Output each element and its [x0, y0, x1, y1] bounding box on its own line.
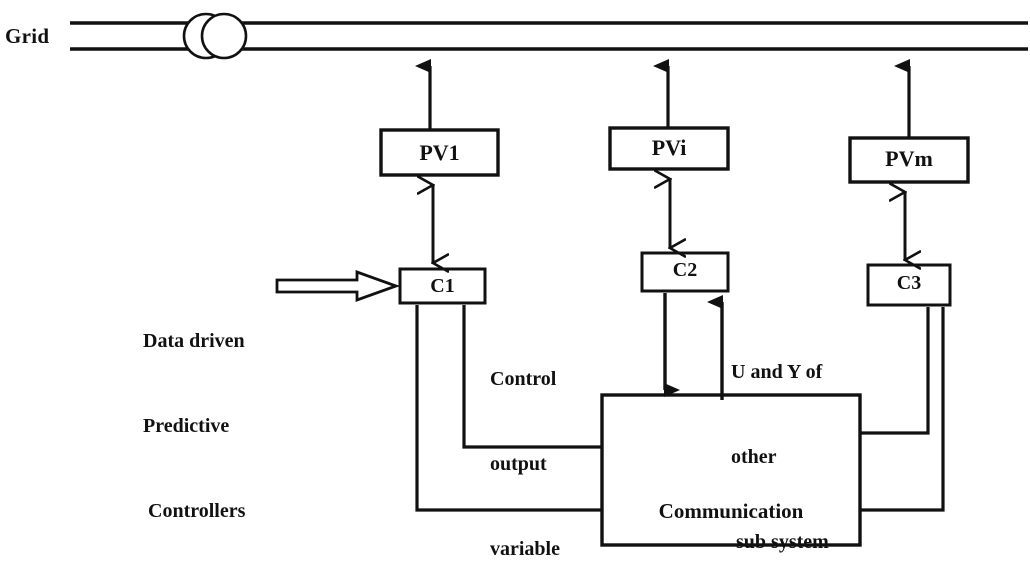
controllers-caption-line1: Data driven: [143, 329, 245, 352]
c2-box: [640, 251, 730, 293]
c1-label: C1: [430, 275, 455, 297]
comm-module-rect: [600, 393, 862, 547]
other-subsystem-line3: sub system: [731, 531, 829, 554]
c2-module-links: [663, 293, 724, 400]
c3-lower-route-to-module: [860, 307, 945, 512]
other-subsystem-line2: other: [731, 445, 777, 468]
controllers-caption-line3: Controllers: [143, 500, 246, 523]
comm-module-line1: Communication: [658, 499, 804, 524]
pv1-label: PV1: [419, 140, 460, 165]
pv-boxes: [379, 126, 970, 184]
grid-label: Grid: [5, 24, 50, 48]
c1-lower-route-to-module: [415, 305, 602, 512]
pv1-box: [379, 128, 500, 177]
pvm-label: PVm: [885, 146, 933, 171]
other-subsystem-line1: U and Y of: [731, 360, 823, 383]
pvm-box: [848, 136, 970, 184]
c3-upper-route-to-module: [860, 307, 930, 435]
control-output-line3: variable: [490, 538, 560, 561]
c2-label: C2: [672, 259, 698, 281]
controllers-caption: Data driven Predictive Controllers: [143, 270, 245, 569]
c1-upper-route-to-module: [462, 305, 602, 449]
control-output-annotation: Control output variable Ui , Yi: [490, 308, 560, 569]
block-arrow-to-c1: [275, 270, 401, 302]
communication-module-box: [600, 393, 862, 547]
control-output-line2: output: [490, 452, 547, 475]
c1-module-routing: [415, 305, 602, 512]
pv-to-grid-feeders: [415, 59, 911, 138]
control-output-line1: Control: [490, 367, 557, 390]
communication-module-label: Communication module: [602, 443, 860, 569]
transformer-circle-right: [200, 12, 248, 60]
c3-label: C3: [896, 272, 922, 294]
controller-boxes: [398, 251, 952, 307]
pvi-box: [608, 126, 730, 171]
c3-module-routing: [860, 307, 945, 512]
transformer-symbol: [182, 12, 248, 60]
controllers-caption-line2: Predictive: [143, 414, 230, 437]
pvi-label: PVi: [651, 135, 687, 160]
other-subsystem-annotation: U and Y of other sub system: [731, 301, 829, 569]
data-driven-block-arrow: [275, 270, 401, 302]
controller-pv-bidirectional-links: [433, 178, 905, 264]
